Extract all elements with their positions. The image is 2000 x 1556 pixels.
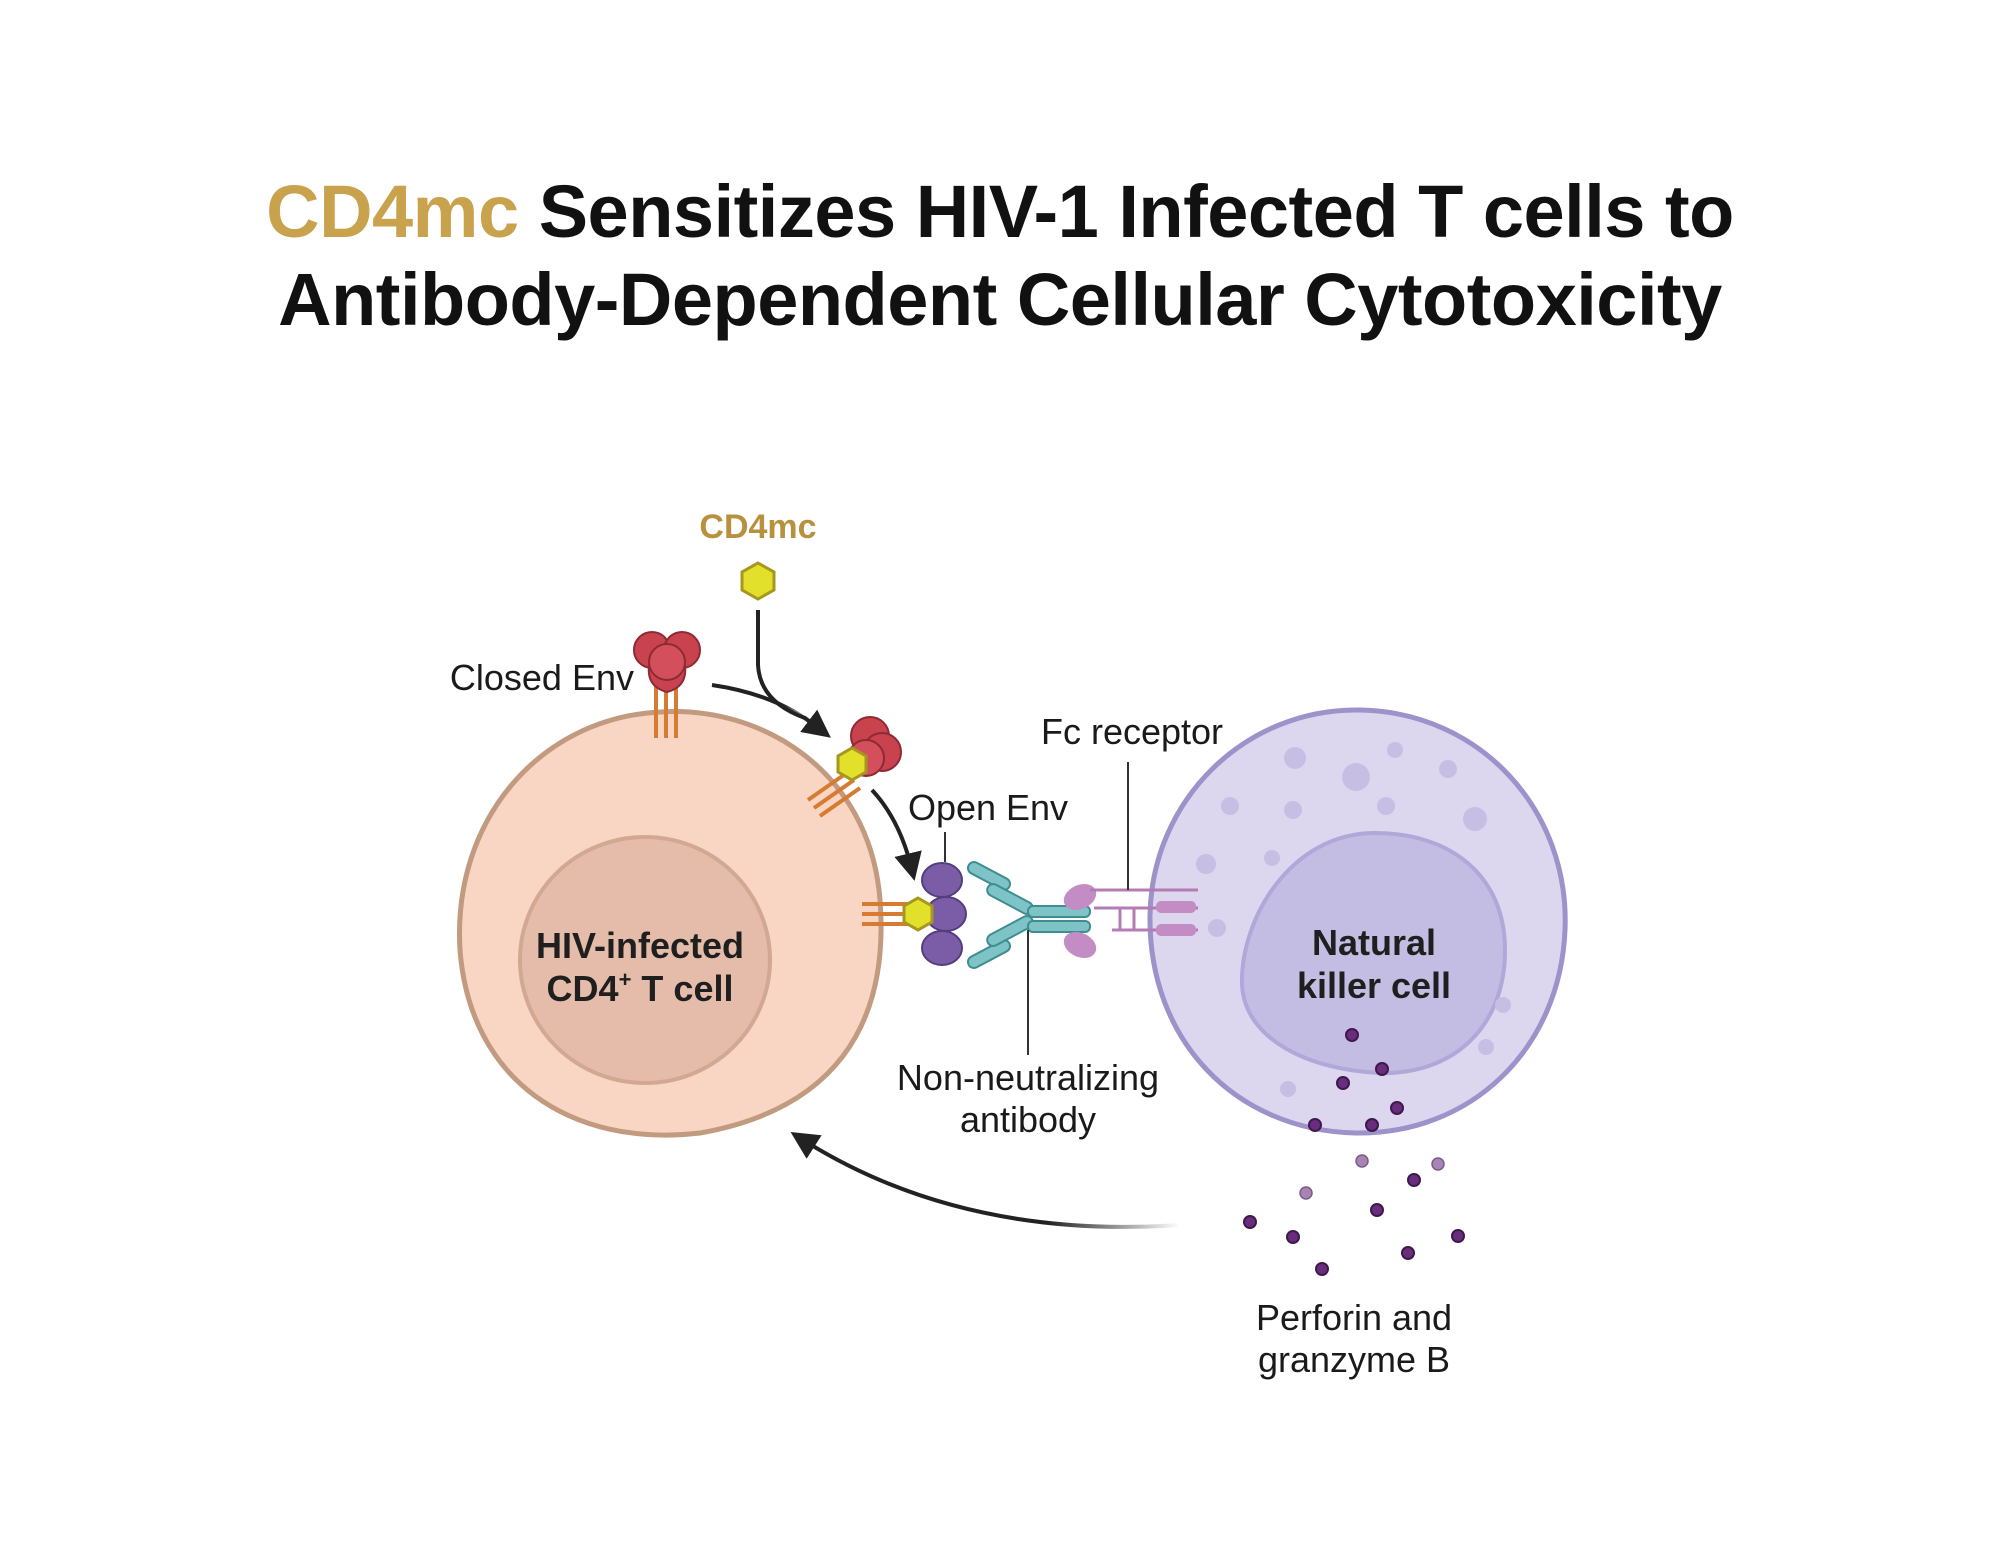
- title-line-2: Antibody-Dependent Cellular Cytotoxicity: [278, 258, 1722, 341]
- nk-cell-label-line2: killer cell: [1297, 965, 1451, 1006]
- t-cell-nucleus: [518, 835, 772, 1085]
- fc-receptor-icon: [1063, 883, 1198, 959]
- perforin-granzyme-granules: [1243, 1028, 1465, 1276]
- natural-killer-cell: Natural killer cell: [1147, 707, 1568, 1136]
- killing-arrow: [790, 1131, 1181, 1229]
- title-line-1-text: Sensitizes HIV-1 Infected T cells to: [518, 170, 1735, 253]
- title-accent-cd4mc: CD4mc: [266, 170, 519, 253]
- closed-env-arrow: [711, 683, 822, 732]
- closed-env-icon: [633, 631, 701, 738]
- closed-env-label: Closed Env: [450, 657, 634, 698]
- cd4mc-bound-env-icon: [806, 716, 902, 818]
- figure-title: CD4mc Sensitizes HIV-1 Infected T cells …: [0, 168, 2000, 344]
- fc-receptor-label: Fc receptor: [1041, 711, 1223, 752]
- cd4mc-molecule-icon: [740, 561, 776, 601]
- t-cell-label-line2: CD4+ T cell: [547, 967, 734, 1009]
- title-line-1: CD4mc Sensitizes HIV-1 Infected T cells …: [0, 168, 2000, 256]
- antibody-label-line1: Non-neutralizing: [897, 1057, 1159, 1098]
- cd4mc-binding-arrow: [756, 610, 831, 738]
- hiv-infected-t-cell: HIV-infected CD4+ T cell: [457, 708, 884, 1138]
- antibody-icon: [966, 861, 1091, 969]
- t-cell-label-line1: HIV-infected: [536, 925, 744, 966]
- antibody-label-line2: antibody: [960, 1099, 1096, 1140]
- cd4mc-label: CD4mc: [699, 508, 816, 546]
- conformation-change-arrow: [870, 788, 922, 881]
- granule-label-line1: Perforin and: [1256, 1297, 1452, 1338]
- granule-label-line2: granzyme B: [1258, 1339, 1450, 1380]
- open-env-label: Open Env: [908, 787, 1068, 828]
- open-env-icon: [862, 862, 967, 966]
- nk-cell-label-line1: Natural: [1312, 922, 1436, 963]
- nk-cytoplasm-vesicles: [1196, 742, 1511, 1097]
